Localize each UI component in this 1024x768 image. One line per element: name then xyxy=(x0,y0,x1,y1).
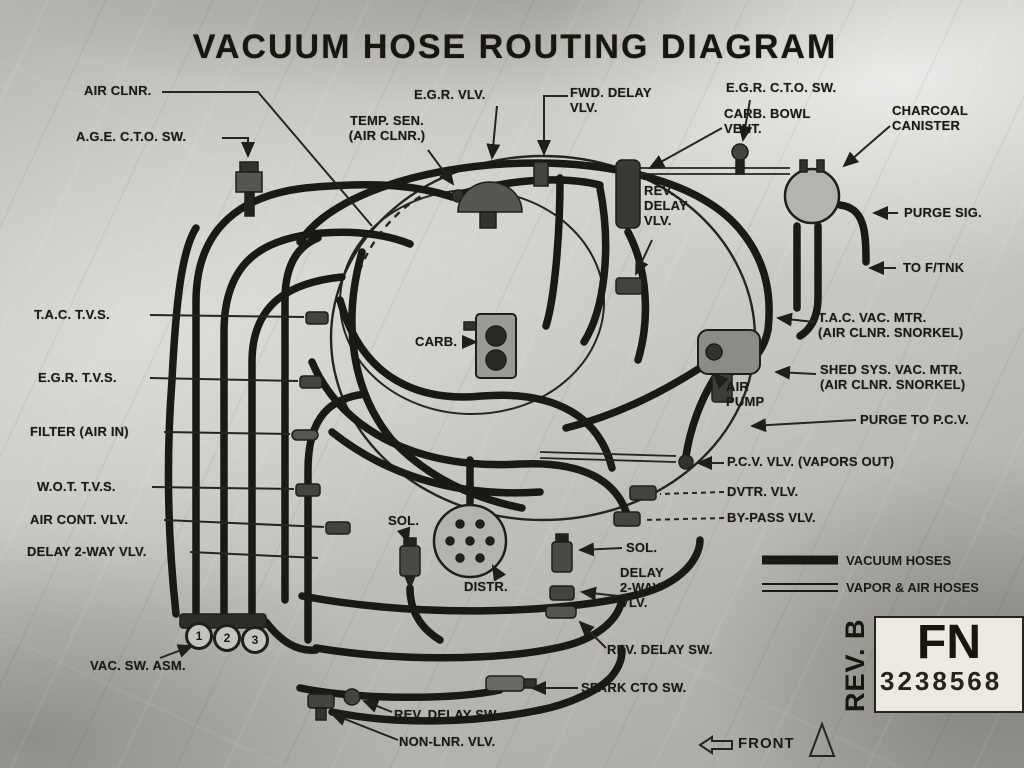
charcoal-canister-symbol xyxy=(783,159,841,225)
label-delay-2way-vlv-right: DELAY 2-WAY VLV. xyxy=(620,565,664,610)
port-number-1-text: 1 xyxy=(195,629,203,643)
label-purge-to-pcv: PURGE TO P.C.V. xyxy=(860,412,969,427)
tac-tvs-symbol xyxy=(305,311,329,325)
legend-vapor-air-hoses-label: VAPOR & AIR HOSES xyxy=(846,580,979,595)
label-spark-cto-sw: SPARK CTO SW. xyxy=(581,680,687,695)
label-rev-delay-sw-right: REV. DELAY SW. xyxy=(607,642,713,657)
rev-delay-switch-bottom-symbol xyxy=(343,688,361,706)
label-charcoal-canister: CHARCOAL CANISTER xyxy=(892,103,968,133)
legend-vacuum-hoses-label: VACUUM HOSES xyxy=(846,553,952,568)
label-distr: DISTR. xyxy=(464,579,508,594)
front-direction-arrows xyxy=(698,721,836,757)
label-air-clnr: AIR CLNR. xyxy=(84,83,152,98)
fwd-delay-valve-symbol xyxy=(533,161,549,187)
distributor-symbol xyxy=(432,503,508,579)
front-label: FRONT xyxy=(738,735,795,752)
diagram-title: VACUUM HOSE ROUTING DIAGRAM xyxy=(192,28,838,66)
label-tac-tvs: T.A.C. T.V.S. xyxy=(34,307,110,322)
wot-tvs-symbol xyxy=(295,483,321,497)
carb-bowl-vent-symbol xyxy=(615,159,641,229)
egr-tvs-symbol xyxy=(299,375,323,389)
air-cont-valve-symbol xyxy=(325,521,351,535)
title-block-part-number: 3238568 xyxy=(880,666,1003,697)
non-lnr-valve-symbol xyxy=(307,693,335,721)
front-left-arrow-icon xyxy=(698,735,733,755)
port-number-3: 3 xyxy=(241,626,269,654)
title-block-code: FN xyxy=(917,616,981,669)
rev-delay-valve-symbol xyxy=(615,277,643,295)
port-number-3-text: 3 xyxy=(251,633,259,647)
label-egr-vlv: E.G.R. VLV. xyxy=(414,87,486,102)
label-sol-right: SOL. xyxy=(626,540,658,555)
port-number-1: 1 xyxy=(185,622,213,650)
label-age-cto-sw: A.G.E. C.T.O. SW. xyxy=(76,129,187,144)
rev-delay-switch-right-symbol xyxy=(545,605,577,619)
label-air-cont-vlv: AIR CONT. VLV. xyxy=(30,512,129,527)
spark-cto-switch-symbol xyxy=(485,675,537,692)
solenoid-left-symbol xyxy=(399,537,421,590)
label-wot-tvs: W.O.T. T.V.S. xyxy=(37,479,116,494)
label-filter-air-in: FILTER (AIR IN) xyxy=(30,424,129,439)
revision-label: REV. B xyxy=(840,618,870,712)
air-filter-symbol xyxy=(291,429,319,441)
port-number-2: 2 xyxy=(213,624,241,652)
delay-2way-valve-right-symbol xyxy=(549,585,575,601)
carburetor-symbol xyxy=(463,313,517,379)
label-bypass-vlv: BY-PASS VLV. xyxy=(727,510,816,525)
label-shed-sys-vac-mtr: SHED SYS. VAC. MTR. (AIR CLNR. SNORKEL) xyxy=(820,362,966,392)
pcv-valve-symbol xyxy=(678,454,694,470)
bypass-valve-symbol xyxy=(613,511,641,527)
egr-cto-switch-symbol xyxy=(731,143,749,175)
label-dvtr-vlv: DVTR. VLV. xyxy=(727,484,799,499)
solenoid-right-symbol xyxy=(551,533,573,573)
label-pcv-vlv: P.C.V. VLV. (VAPORS OUT) xyxy=(727,454,895,469)
leader-lines xyxy=(149,91,898,741)
label-fwd-delay-vlv: FWD. DELAY VLV. xyxy=(570,85,652,115)
label-delay-2way-vlv-left: DELAY 2-WAY VLV. xyxy=(27,544,147,559)
title-block: FN 3238568 xyxy=(874,616,1024,713)
label-rev-delay-vlv: REV. DELAY VLV. xyxy=(644,183,688,228)
diverter-valve-symbol xyxy=(629,485,657,501)
label-carb-bowl-vent: CARB. BOWL VENT. xyxy=(724,106,811,136)
label-purge-sig: PURGE SIG. xyxy=(904,205,982,220)
label-egr-cto-sw: E.G.R. C.T.O. SW. xyxy=(726,80,837,95)
label-rev-delay-sw-bottom: REV. DELAY SW. xyxy=(394,707,500,722)
vacuum-hoses xyxy=(164,159,870,725)
legend-symbols xyxy=(762,555,838,592)
front-up-arrow-icon xyxy=(808,721,836,757)
label-tac-vac-mtr: T.A.C. VAC. MTR. (AIR CLNR. SNORKEL) xyxy=(818,310,964,340)
age-cto-switch-symbol xyxy=(235,161,263,217)
label-carb: CARB. xyxy=(415,334,458,349)
label-to-ftnk: TO F/TNK xyxy=(903,260,965,275)
label-temp-sen: TEMP. SEN. (AIR CLNR.) xyxy=(348,113,426,143)
egr-valve-symbol xyxy=(457,181,523,229)
label-sol-left: SOL. xyxy=(388,513,420,528)
label-non-lnr-vlv: NON-LNR. VLV. xyxy=(399,734,496,749)
label-vac-sw-asm: VAC. SW. ASM. xyxy=(90,658,186,673)
port-number-2-text: 2 xyxy=(223,631,231,645)
label-egr-tvs: E.G.R. T.V.S. xyxy=(38,370,117,385)
label-air-pump: AIR PUMP xyxy=(726,379,765,409)
